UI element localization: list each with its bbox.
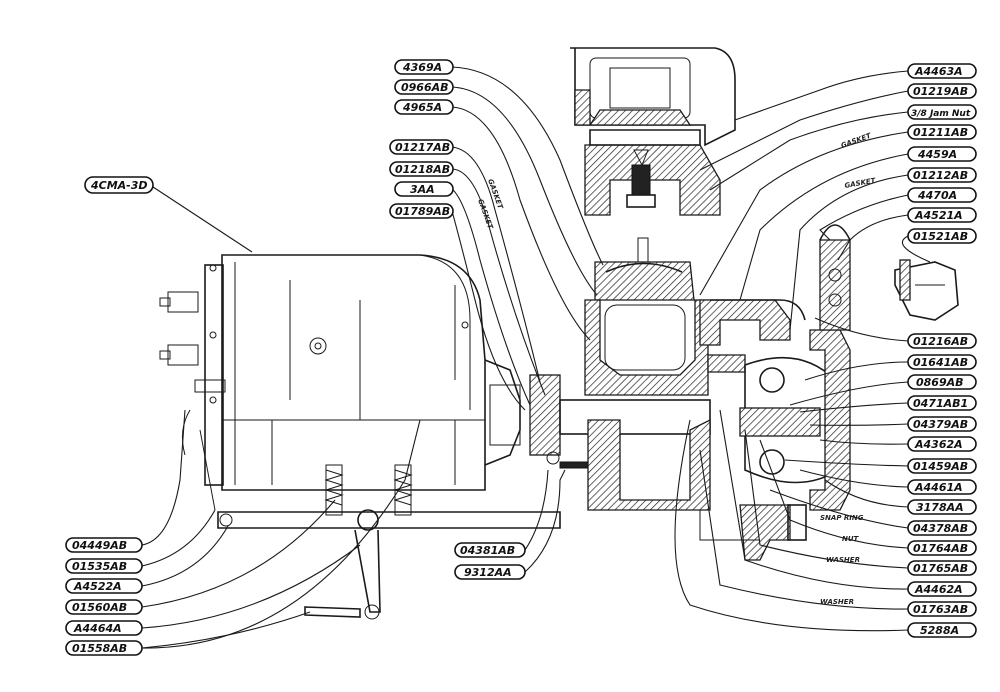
svg-text:01641AB: 01641AB [913,356,968,369]
top-cap-inset [570,47,736,216]
note-gasket-2: GASKET [476,198,495,231]
svg-text:01535AB: 01535AB [72,560,127,573]
label-04379AB: 04379AB [907,416,977,432]
label-01216AB: 01216AB [907,333,977,349]
label-0966AB: 0966AB [394,79,454,95]
label-01535AB: 01535AB [65,558,143,574]
label-04449AB: 04449AB [65,537,143,553]
svg-text:A4463A: A4463A [914,65,963,78]
svg-text:01560AB: 01560AB [72,601,127,614]
svg-text:0471AB1: 0471AB1 [913,397,968,410]
svg-text:3178AA: 3178AA [916,501,964,514]
svg-text:A4462A: A4462A [914,583,963,596]
label-5288A: 5288A [907,622,977,638]
svg-text:01558AB: 01558AB [72,642,127,655]
svg-text:04381AB: 04381AB [460,544,515,557]
note-washer-1: WASHER [826,556,860,564]
svg-text:01789AB: 01789AB [395,205,450,218]
label-A4463A: A4463A [907,63,977,79]
svg-text:04378AB: 04378AB [913,522,968,535]
svg-text:01763AB: 01763AB [913,603,968,616]
svg-text:A4362A: A4362A [914,438,963,451]
label-01218AB: 01218AB [389,161,454,177]
label-3AA: 3AA [394,181,454,197]
label-4965A: 4965A [394,99,454,115]
label-A4521A: A4521A [907,207,977,223]
label-A4464A: A4464A [65,620,143,636]
svg-text:4470A: 4470A [917,189,957,202]
svg-text:A4464A: A4464A [73,622,122,635]
note-gasket-3: GASKET [840,131,873,150]
label-A4522A: A4522A [65,578,143,594]
label-01212AB: 01212AB [907,167,977,183]
label-04378AB: 04378AB [907,520,977,536]
svg-text:5288A: 5288A [920,624,959,637]
svg-text:01217AB: 01217AB [395,141,450,154]
svg-text:4459A: 4459A [917,148,957,161]
label-0471AB1: 0471AB1 [907,395,977,411]
note-snap-ring: SNAP RING [820,514,864,522]
svg-text:04379AB: 04379AB [913,418,968,431]
label-9312AA: 9312AA [454,564,526,580]
label-01211AB: 01211AB [907,124,977,140]
svg-text:04449AB: 04449AB [72,539,127,552]
svg-text:01459AB: 01459AB [913,460,968,473]
label-01219AB: 01219AB [907,83,977,99]
svg-text:01219AB: 01219AB [913,85,968,98]
svg-text:01218AB: 01218AB [395,163,450,176]
svg-text:3AA: 3AA [410,183,435,196]
svg-text:01521AB: 01521AB [913,230,968,243]
note-nut: NUT [842,535,860,543]
label-01764AB: 01764AB [907,540,977,556]
label-01789AB: 01789AB [389,203,454,219]
leader-lines [141,66,931,649]
label-4CMA-3D: 4CMA-3D [84,176,154,194]
label-A4462A: A4462A [907,581,977,597]
label-3178AA: 3178AA [907,499,977,515]
label-4459A: 4459A [907,146,977,162]
label-01765AB: 01765AB [907,560,977,576]
svg-text:01765AB: 01765AB [913,562,968,575]
note-gasket-1: GASKET [486,178,505,211]
motor-assembly [159,254,711,620]
svg-text:4CMA-3D: 4CMA-3D [90,179,148,192]
svg-text:0966AB: 0966AB [401,81,449,94]
label-4369A: 4369A [394,59,454,75]
label-jam-nut: 3/8 Jam Nut [907,104,977,120]
svg-text:4965A: 4965A [402,101,442,114]
label-A4362A: A4362A [907,436,977,452]
svg-text:3/8 Jam Nut: 3/8 Jam Nut [911,109,971,119]
callout-labels: 4369A 0966AB 4965A 01217AB 01218AB 3AA 0… [65,59,977,656]
svg-text:01211AB: 01211AB [913,126,968,139]
svg-text:4369A: 4369A [402,61,442,74]
label-01217AB: 01217AB [389,139,454,155]
pump-housing [584,224,959,561]
svg-text:01212AB: 01212AB [913,169,968,182]
label-01521AB: 01521AB [907,228,977,244]
svg-text:01764AB: 01764AB [913,542,968,555]
svg-text:9312AA: 9312AA [464,566,512,579]
label-01560AB: 01560AB [65,599,143,615]
svg-text:A4521A: A4521A [914,209,963,222]
svg-text:A4461A: A4461A [914,481,963,494]
svg-text:0869AB: 0869AB [916,376,964,389]
label-A4461A: A4461A [907,479,977,495]
label-01558AB: 01558AB [65,640,143,656]
label-4470A: 4470A [907,187,977,203]
svg-text:A4522A: A4522A [73,580,122,593]
label-01459AB: 01459AB [907,458,977,474]
label-04381AB: 04381AB [454,542,526,558]
note-washer-2: WASHER [820,598,854,606]
svg-text:01216AB: 01216AB [913,335,968,348]
label-0869AB: 0869AB [907,374,977,390]
label-01763AB: 01763AB [907,601,977,617]
label-01641AB: 01641AB [907,354,977,370]
